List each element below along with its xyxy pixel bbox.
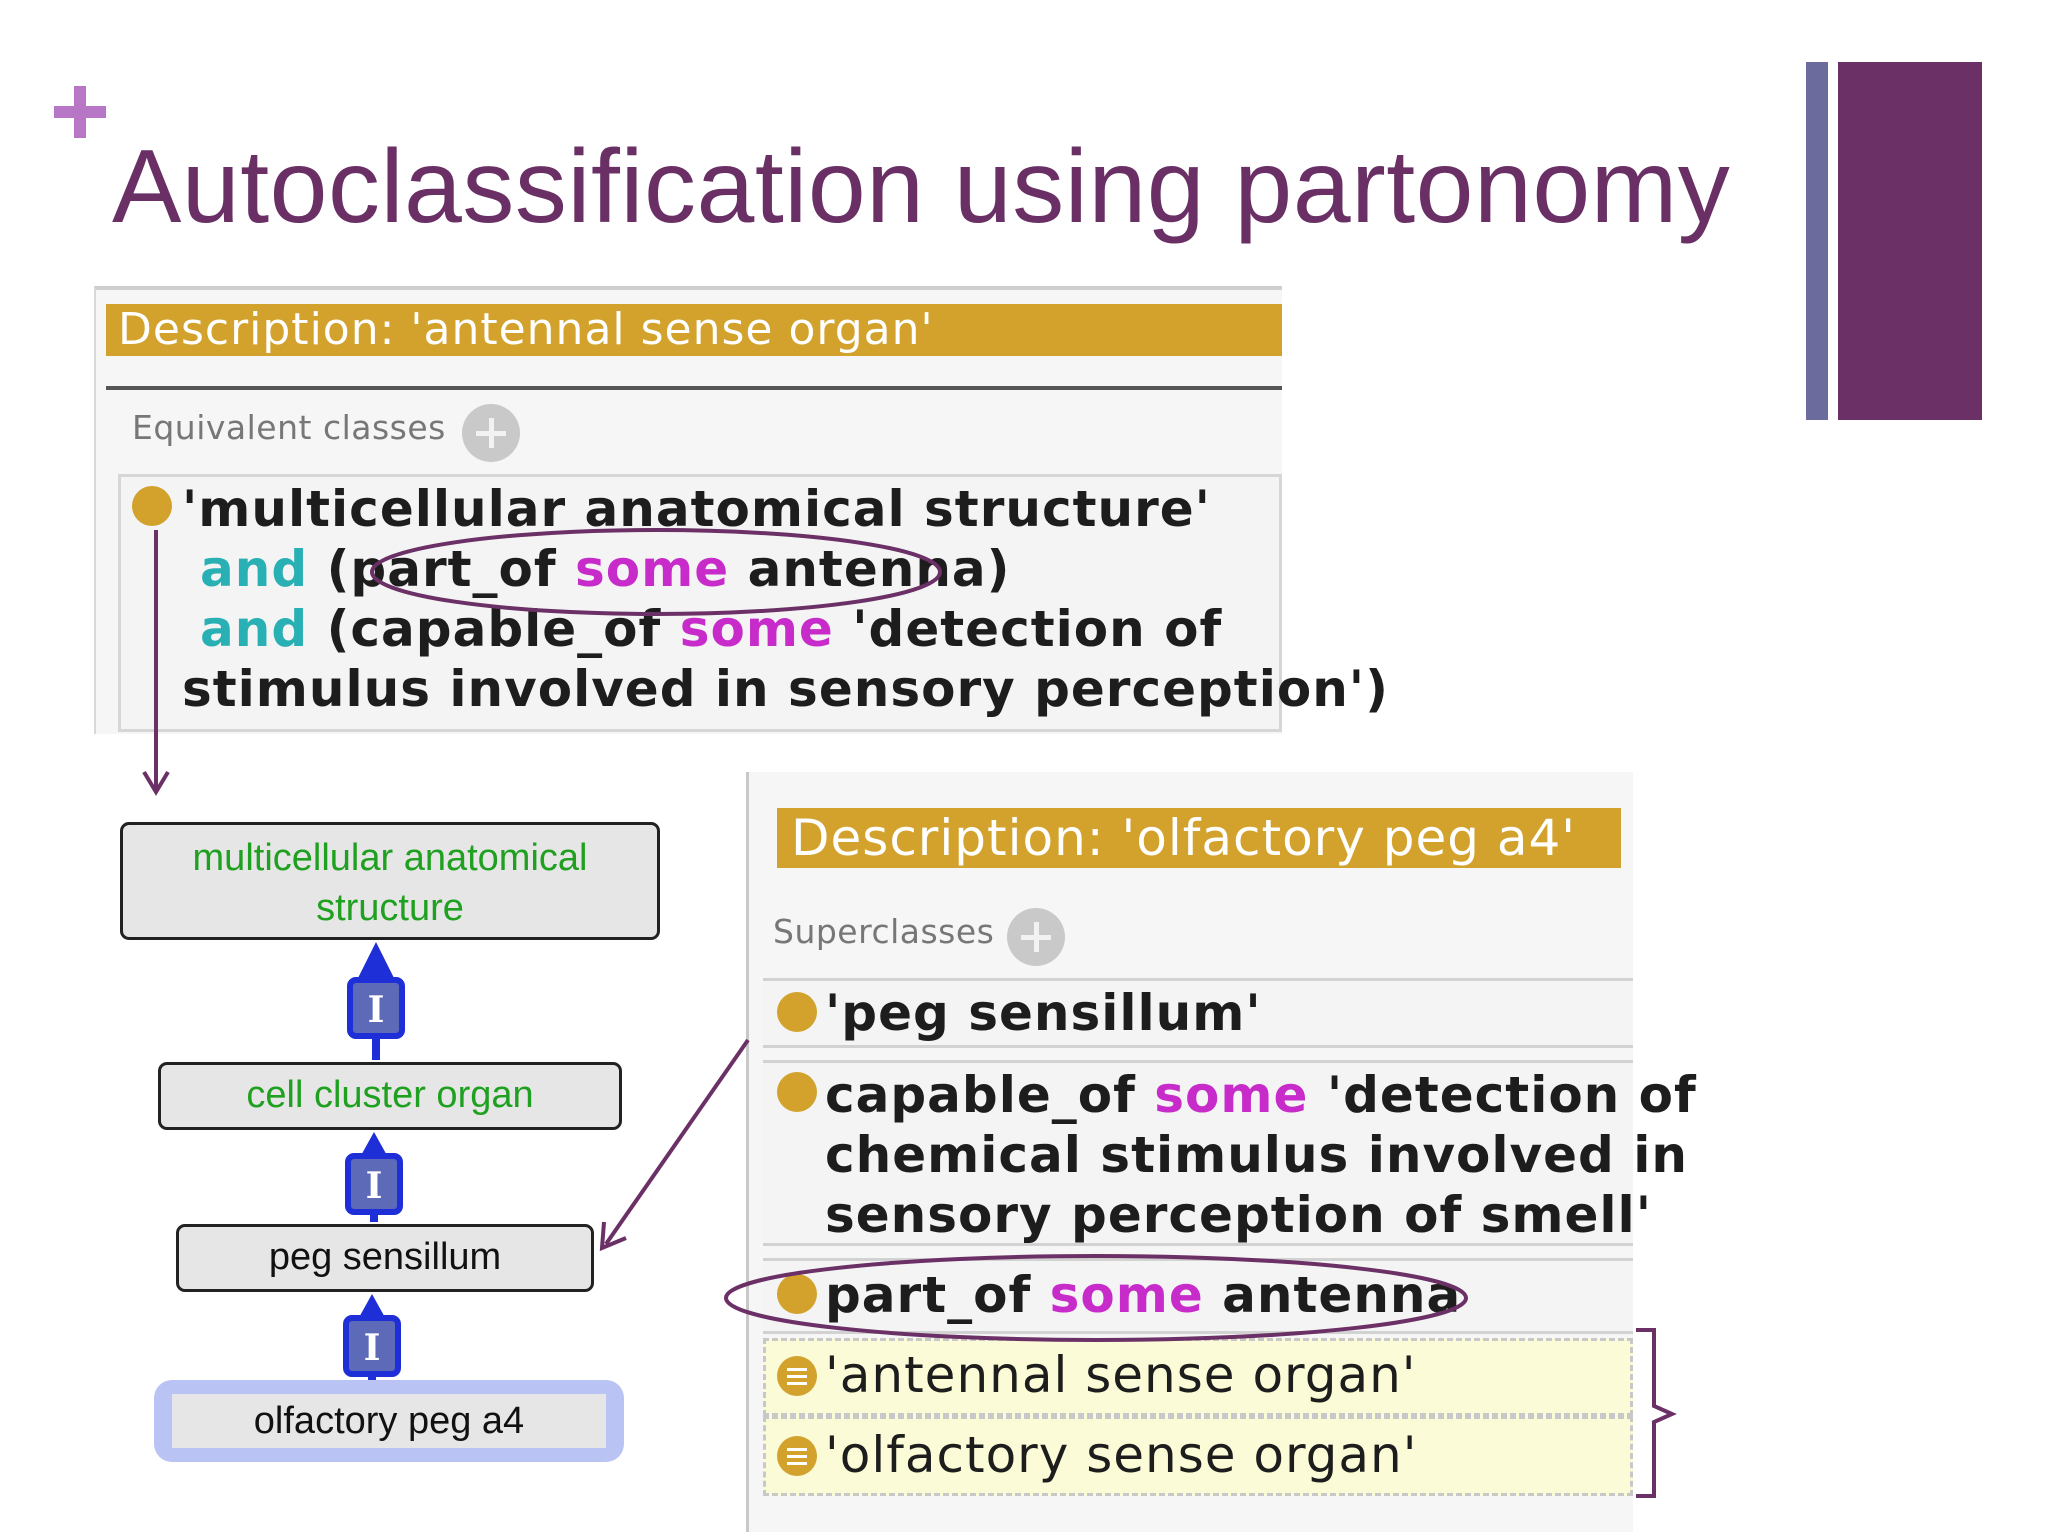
expression-text: 'detection of (1326, 1066, 1697, 1124)
description-header: Description: 'olfactory peg a4' (777, 808, 1621, 868)
slide-title: Autoclassification using partonomy (112, 129, 1731, 245)
decor-bar-thin (1806, 62, 1828, 420)
equivalent-class-expression-box[interactable] (118, 474, 1282, 732)
superclass-text: sensory perception of smell' (825, 1186, 1652, 1244)
expression-text: antenna (1222, 1266, 1462, 1324)
superclass-row[interactable] (763, 978, 1633, 1048)
equivalent-classes-label: Equivalent classes (132, 408, 446, 447)
keyword-some: some (1154, 1066, 1309, 1124)
node-label: olfactory peg a4 (172, 1394, 606, 1448)
class-bullet-icon (777, 992, 817, 1032)
inferred-bullet-icon (777, 1356, 817, 1396)
is-a-edge: I (347, 942, 405, 1060)
keyword-and: and (200, 600, 309, 658)
expression-text: capable_of (825, 1066, 1136, 1124)
grouping-bracket (1636, 1328, 1677, 1498)
hierarchy-node-olfactory-peg-a4[interactable]: olfactory peg a4 (154, 1380, 624, 1462)
keyword-and: and (200, 540, 309, 598)
section-divider (106, 386, 1282, 390)
highlight-ellipse (370, 528, 942, 616)
edge-label: I (366, 1165, 383, 1207)
decor-bar-thick (1838, 62, 1982, 420)
expression-text: 'detection of (852, 600, 1223, 658)
class-description-panel-olfactory: Description: 'olfactory peg a4' Supercla… (746, 772, 1696, 1532)
expression-line-2: and (part_of some antenna) (200, 540, 1011, 598)
highlight-ellipse (724, 1254, 1468, 1342)
node-label-line: multicellular anatomical (192, 837, 588, 879)
expression-line-1: 'multicellular anatomical structure' (182, 480, 1211, 538)
superclass-text: capable_of some 'detection of (825, 1066, 1697, 1124)
class-bullet-icon (132, 486, 172, 526)
hierarchy-node-peg-sensillum[interactable]: peg sensillum (176, 1224, 594, 1292)
class-bullet-icon (777, 1274, 817, 1314)
arrow-icon (142, 530, 170, 796)
add-circle-icon[interactable] (1007, 908, 1065, 966)
expression-text: antenna) (747, 540, 1011, 598)
superclass-row[interactable] (763, 1060, 1633, 1246)
node-label-line: structure (316, 887, 464, 929)
description-header: Description: 'antennal sense organ' (106, 304, 1282, 356)
expression-line-4: stimulus involved in sensory perception'… (182, 660, 1389, 718)
is-a-edge: I (345, 1132, 403, 1222)
add-circle-icon[interactable] (462, 404, 520, 462)
edge-label: I (368, 989, 385, 1031)
superclass-text: chemical stimulus involved in (825, 1126, 1688, 1184)
superclass-text: 'peg sensillum' (825, 984, 1262, 1042)
arrow-icon (599, 1038, 750, 1252)
inferred-superclass-row[interactable] (763, 1416, 1633, 1496)
is-a-edge: I (343, 1294, 401, 1380)
superclasses-label: Superclasses (773, 912, 995, 951)
expression-text: (capable_of (326, 600, 662, 658)
superclass-text: part_of some antenna (825, 1266, 1461, 1324)
keyword-some: some (575, 540, 730, 598)
hierarchy-node-multicellular[interactable]: multicellular anatomical structure (120, 822, 660, 940)
plus-icon (52, 84, 108, 140)
hierarchy-node-cell-cluster-organ[interactable]: cell cluster organ (158, 1062, 622, 1130)
expression-text: (part_of (326, 540, 557, 598)
edge-label: I (364, 1327, 381, 1369)
inferred-superclass-text: 'antennal sense organ' (825, 1346, 1417, 1404)
expression-text: part_of (825, 1266, 1032, 1324)
class-description-panel-antennal: Description: 'antennal sense organ' Equi… (94, 286, 1388, 734)
keyword-some: some (1049, 1266, 1204, 1324)
expression-line-3: and (capable_of some 'detection of (200, 600, 1222, 658)
inferred-bullet-icon (777, 1436, 817, 1476)
class-bullet-icon (777, 1072, 817, 1112)
inferred-superclass-text: 'olfactory sense organ' (825, 1426, 1418, 1484)
